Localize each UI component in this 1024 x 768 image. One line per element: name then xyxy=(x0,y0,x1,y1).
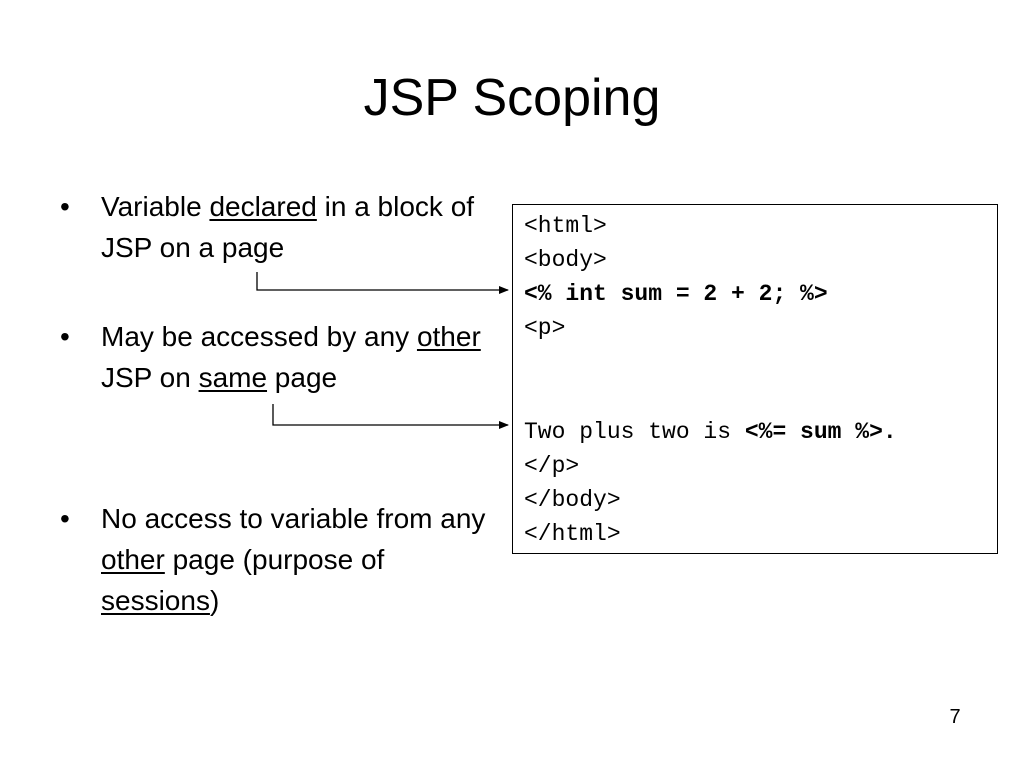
bullet-marker: • xyxy=(60,191,70,222)
code-segment: <body> xyxy=(524,247,607,273)
bullet-list: • Variable declared in a block of JSP on… xyxy=(0,0,500,700)
code-line: <html> xyxy=(524,211,607,241)
code-segment: </html> xyxy=(524,521,621,547)
code-jsp-segment: <% int sum = 2 + 2; %> xyxy=(524,281,828,307)
bullet-text-run: in a block of JSP on a page xyxy=(101,191,475,263)
bullet-text-run: page (purpose of xyxy=(164,544,385,575)
slide-title: JSP Scoping xyxy=(363,69,661,127)
bullet-marker: • xyxy=(60,503,70,534)
code-line: </p> xyxy=(524,451,579,481)
code-jsp-segment: <%= sum %>. xyxy=(744,419,897,445)
code-line: <body> xyxy=(524,245,607,275)
bullet-text: May be accessed by any other JSP on same… xyxy=(101,316,491,398)
bullet-marker: • xyxy=(60,321,70,352)
bullet-text-run: May be accessed by any xyxy=(101,321,417,352)
code-box: <html> <body> <% int sum = 2 + 2; %> <p>… xyxy=(512,204,998,554)
underlined-term: declared xyxy=(209,191,317,222)
code-line: Two plus two is <%= sum %>. xyxy=(524,417,897,447)
code-segment: Two plus two is xyxy=(524,419,745,445)
code-segment: <html> xyxy=(524,213,607,239)
code-segment: <p> xyxy=(524,315,566,341)
bullet-text: Variable declared in a block of JSP on a… xyxy=(101,186,491,268)
bullet-text-run: ) xyxy=(209,585,220,616)
bullet-text: No access to variable from any other pag… xyxy=(101,498,491,621)
code-segment: </p> xyxy=(524,453,580,479)
code-line: <p> xyxy=(524,313,565,343)
underlined-term: same xyxy=(198,362,268,393)
code-segment: </body> xyxy=(524,487,621,513)
bullet-text-run: No access to variable from any xyxy=(101,503,486,534)
underlined-term: sessions xyxy=(101,585,210,616)
code-line: </html> xyxy=(524,519,621,549)
code-line: </body> xyxy=(524,485,621,515)
page-number: 7 xyxy=(949,706,961,728)
code-line: <% int sum = 2 + 2; %> xyxy=(524,279,828,309)
underlined-term: other xyxy=(101,544,165,575)
underlined-term: other xyxy=(416,321,481,352)
bullet-text-run: JSP on xyxy=(101,362,199,393)
bullet-text-run: page xyxy=(267,362,338,393)
bullet-text-run: Variable xyxy=(101,191,210,222)
